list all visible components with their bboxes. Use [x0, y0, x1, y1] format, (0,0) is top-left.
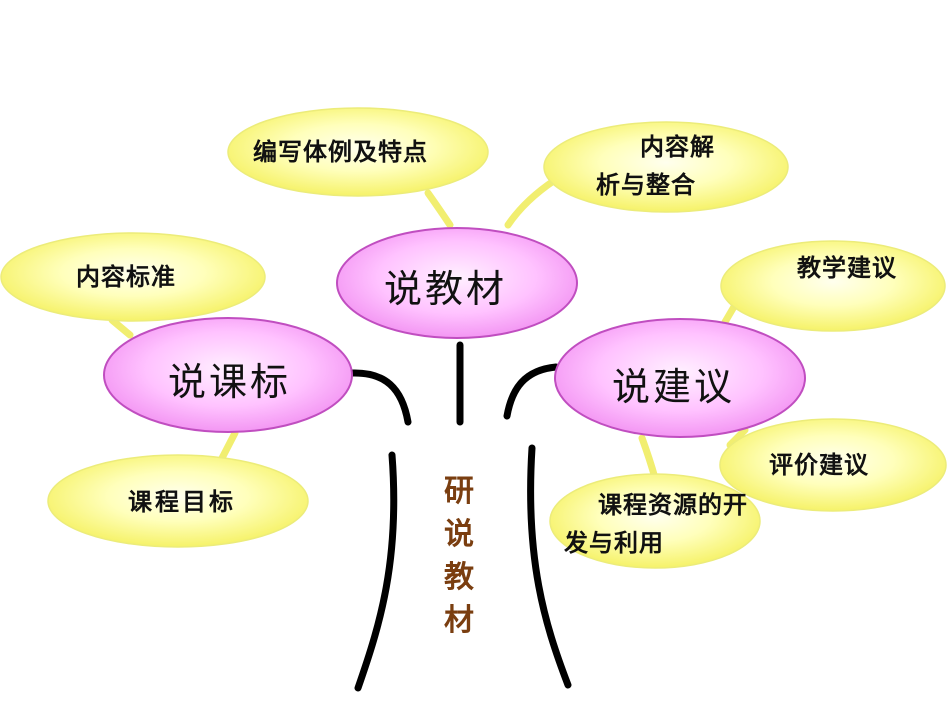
leaf-content-analysis — [543, 121, 789, 213]
evaluation-suggestion-label: 评价建议 — [769, 451, 869, 479]
connector-textbook-writing — [424, 189, 454, 229]
teaching-suggestion-label: 教学建议 — [797, 254, 897, 282]
connector-textbook-analysis — [504, 176, 559, 229]
leaf-writing-style — [227, 107, 489, 197]
content-analysis-label: 内容解析与整合 — [596, 133, 715, 199]
connector-standard-content — [108, 316, 134, 339]
leaf-teaching-suggestion — [720, 240, 946, 332]
tree-strokes — [348, 341, 572, 692]
writing-style-label: 编写体例及特点 — [253, 138, 428, 166]
leaf-content-standard — [0, 232, 266, 322]
connectors — [108, 176, 749, 482]
connector-suggestion-teaching — [721, 301, 739, 326]
content-standard-label: 内容标准 — [76, 263, 176, 291]
main-node-standard — [103, 317, 353, 433]
main-node-textbook — [336, 227, 578, 339]
trunk-label: 研说教材 — [444, 474, 474, 638]
standard-label: 说课标 — [168, 360, 292, 404]
course-goal-label: 课程目标 — [128, 488, 236, 516]
trunk-right — [527, 444, 572, 689]
main-node-suggestion — [554, 318, 806, 438]
connector-suggestion-resources — [638, 434, 659, 482]
main-nodes — [103, 227, 806, 438]
resource-development-label: 课程资源的开发与利用 — [564, 491, 748, 557]
branch-left — [348, 369, 412, 426]
leaf-evaluation-suggestion — [719, 418, 947, 512]
connector-suggestion-evaluation — [726, 426, 749, 449]
textbook-label: 说教材 — [384, 267, 508, 311]
leaf-resource-development — [549, 473, 761, 569]
leaf-course-goal — [47, 454, 309, 548]
branch-right — [503, 363, 560, 420]
trunk-left — [354, 451, 398, 692]
suggestion-label: 说建议 — [612, 365, 736, 409]
leaf-nodes — [0, 107, 947, 569]
